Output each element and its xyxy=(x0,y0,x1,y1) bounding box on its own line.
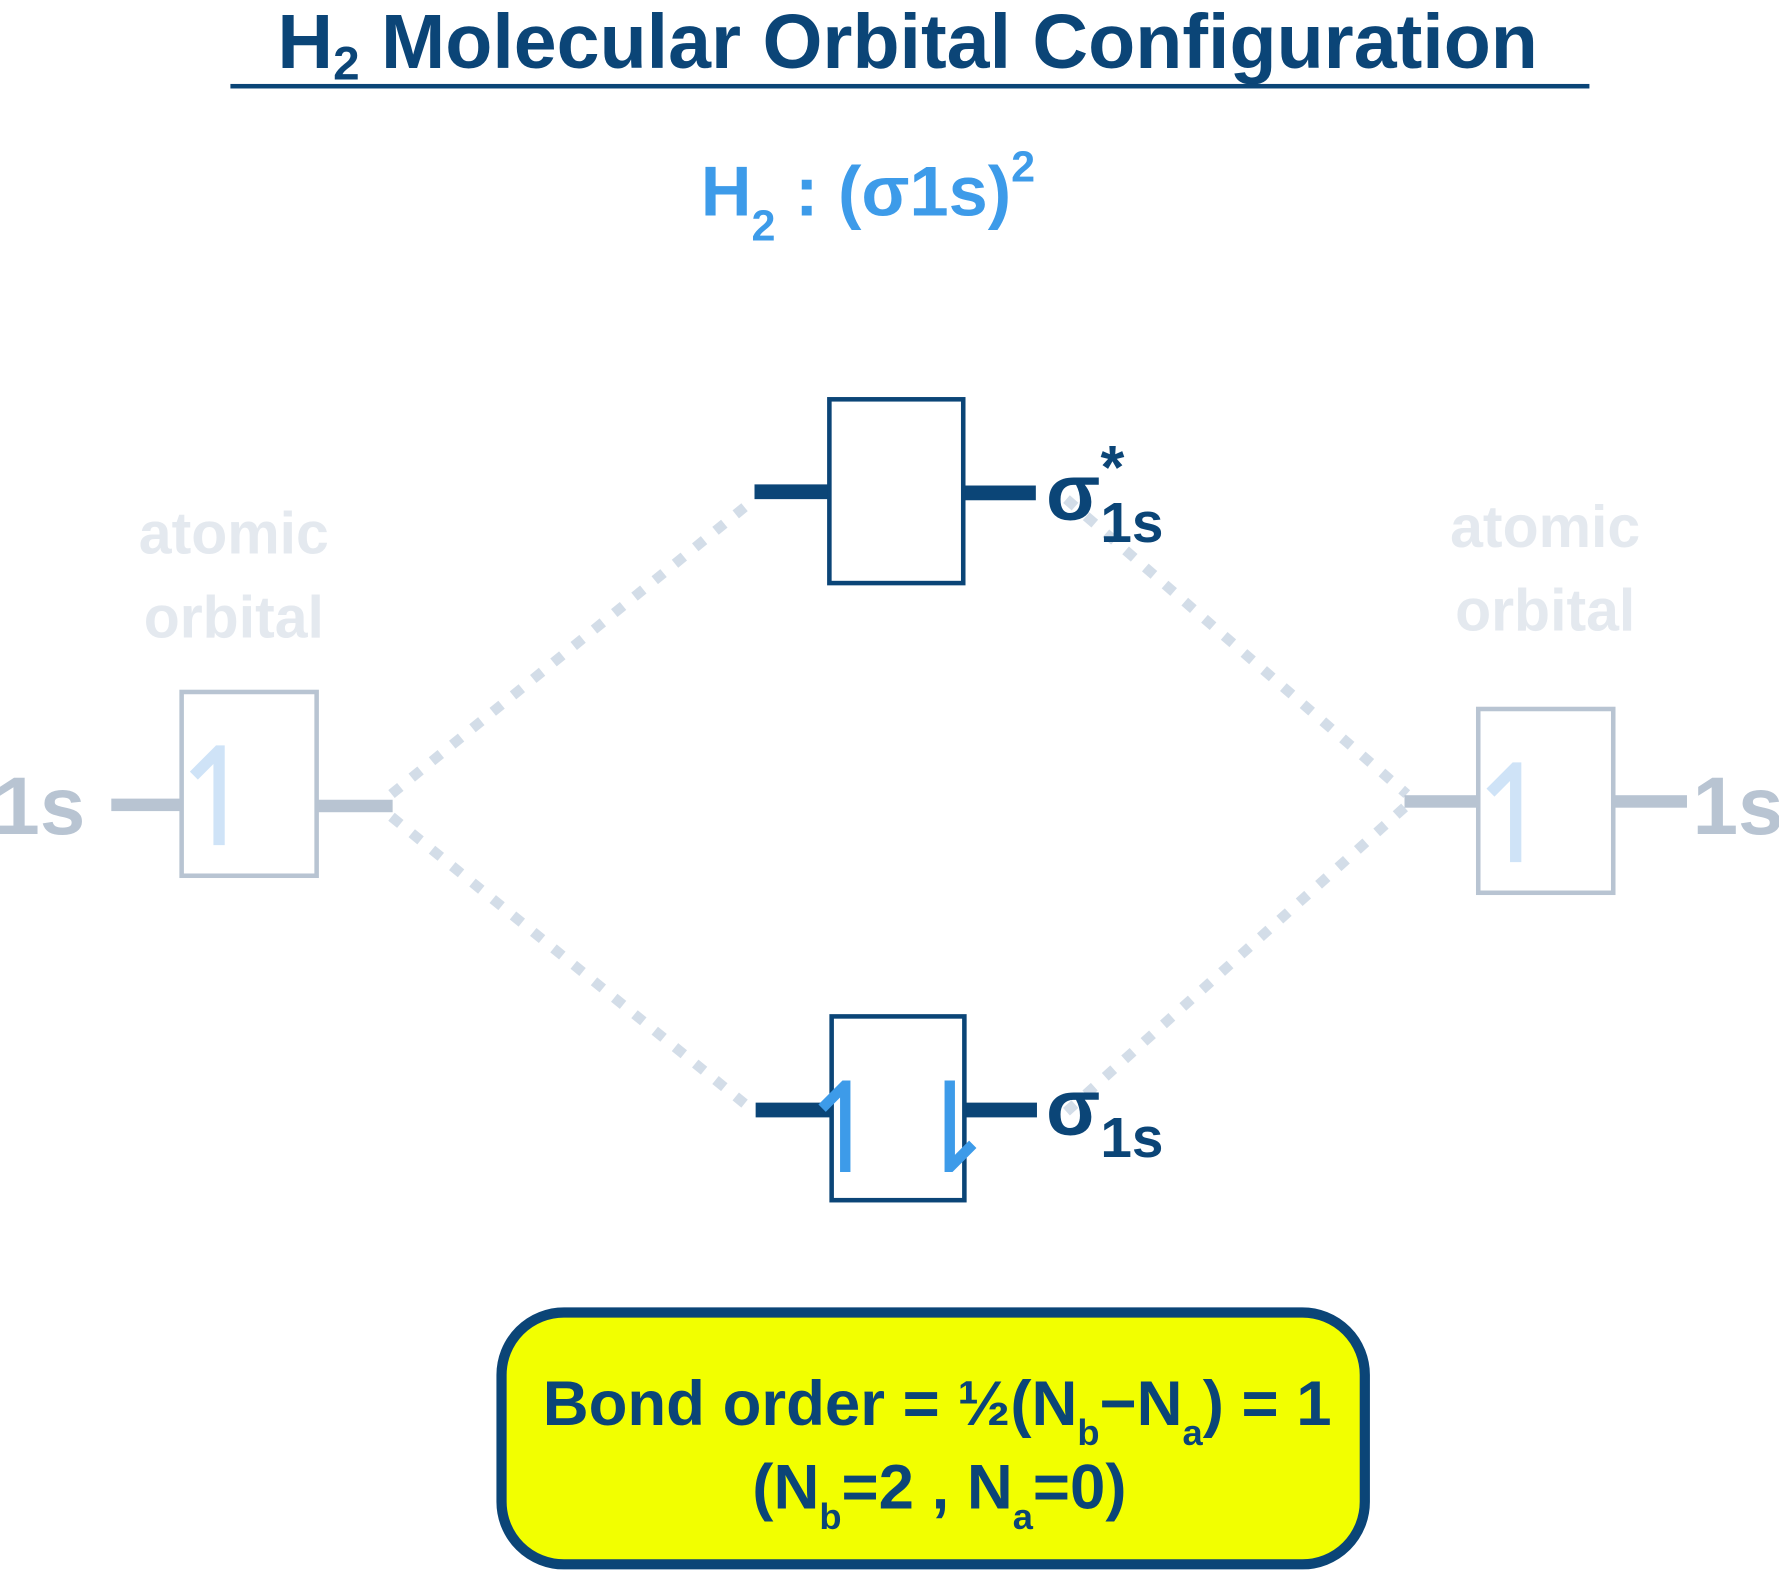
orbital-label-1s: 1s xyxy=(0,761,85,852)
bond-order-box: Bond order = ½(Nb−Na) = 1 (Nb=2 , Na=0) xyxy=(496,1307,1370,1570)
atomic-orbital-label: orbital xyxy=(1455,579,1635,644)
orbital-box xyxy=(1475,706,1616,896)
title-underline xyxy=(230,83,1590,89)
page-title: H2 Molecular Orbital Configuration xyxy=(277,0,1538,90)
electron-pair-arrows: ↿⇂ xyxy=(793,1060,1002,1199)
orbital-box xyxy=(179,689,319,879)
antibonding-orbital: σ1s* xyxy=(754,397,1163,586)
bonding-orbital: ↿⇂ σ1s xyxy=(755,1014,1163,1203)
electron-configuration: H2 : (σ1s)2 xyxy=(701,144,1035,251)
atomic-orbital-label: orbital xyxy=(144,586,324,651)
orbital-label-1s: 1s xyxy=(1693,761,1779,852)
right-atomic-orbital: atomic orbital ↿ 1s xyxy=(1404,495,1779,896)
bond-order-formula: Bond order = ½(Nb−Na) = 1 xyxy=(543,1368,1332,1453)
orbital-label-sigma: σ1s xyxy=(1046,1062,1163,1170)
orbital-box xyxy=(829,1014,967,1203)
orbital-box xyxy=(827,397,966,586)
orbital-label-sigma-star: σ1s* xyxy=(1046,433,1163,555)
atomic-orbital-label: atomic xyxy=(139,502,329,567)
correlation-lines xyxy=(388,495,1411,1116)
electron-counts: (Nb=2 , Na=0) xyxy=(752,1452,1126,1537)
electron-arrow: ↿ xyxy=(162,722,276,874)
atomic-orbital-label: atomic xyxy=(1450,495,1640,560)
left-atomic-orbital: atomic orbital ↿ 1s xyxy=(0,502,393,879)
electron-arrow: ↿ xyxy=(1459,739,1573,891)
